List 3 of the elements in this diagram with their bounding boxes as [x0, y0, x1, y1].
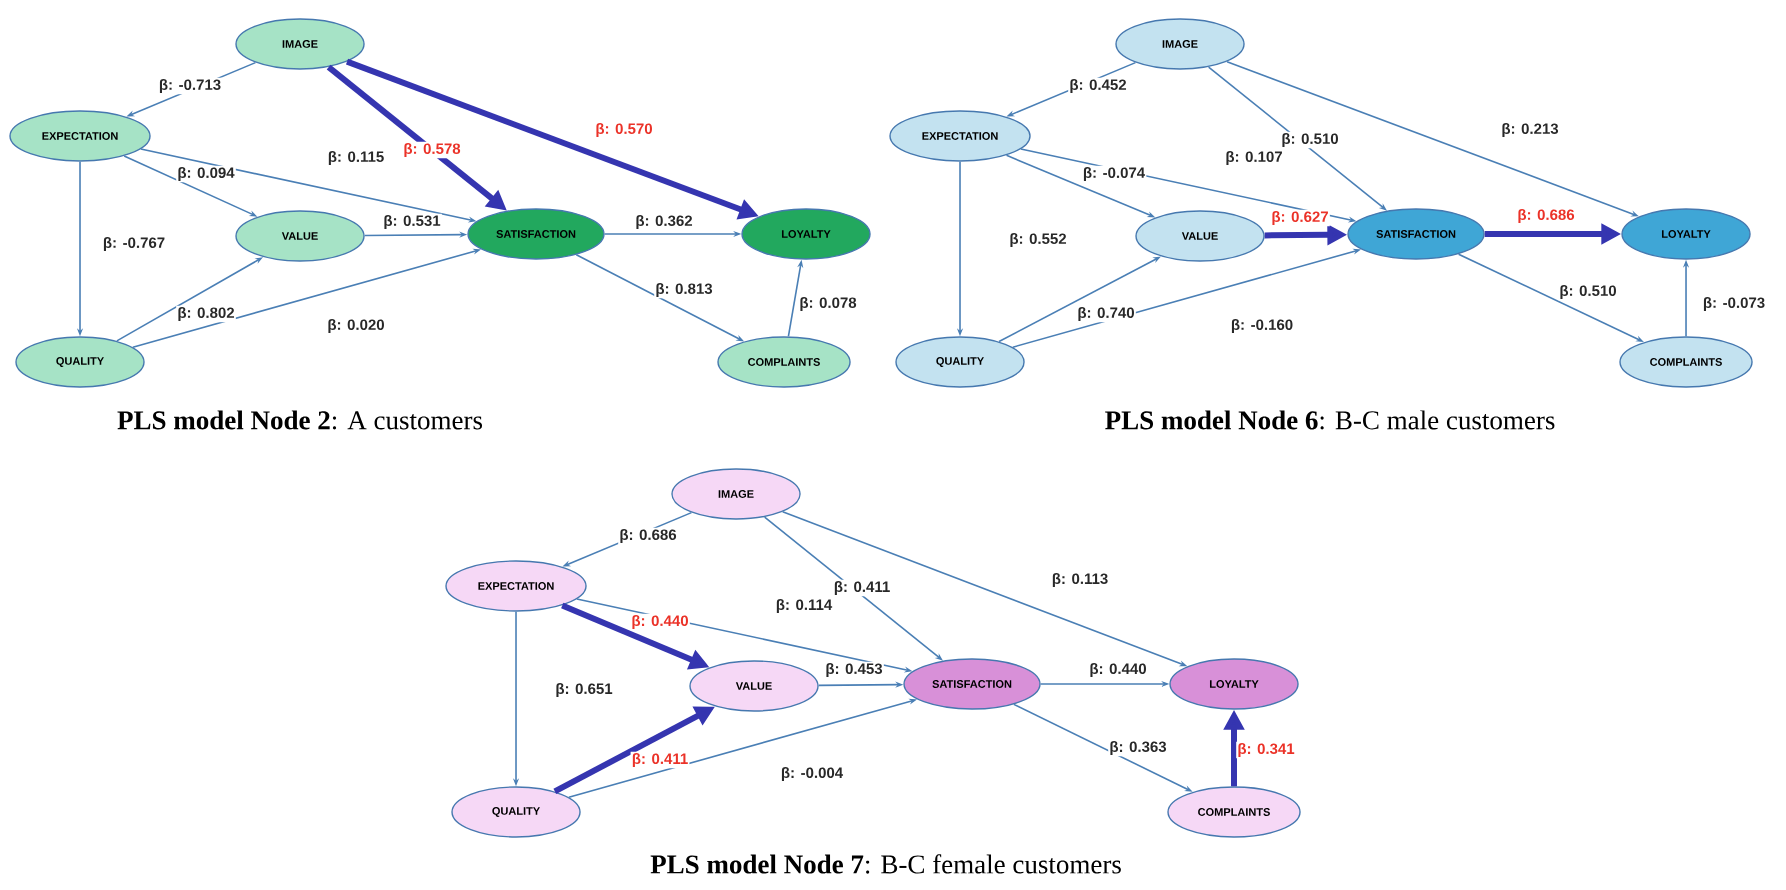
caption: PLS model Node 6: B-C male customers — [1105, 410, 1555, 430]
caption: PLS model Node 7: B-C female customers — [650, 854, 1121, 874]
caption: PLS model Node 2: A customers — [117, 410, 483, 430]
